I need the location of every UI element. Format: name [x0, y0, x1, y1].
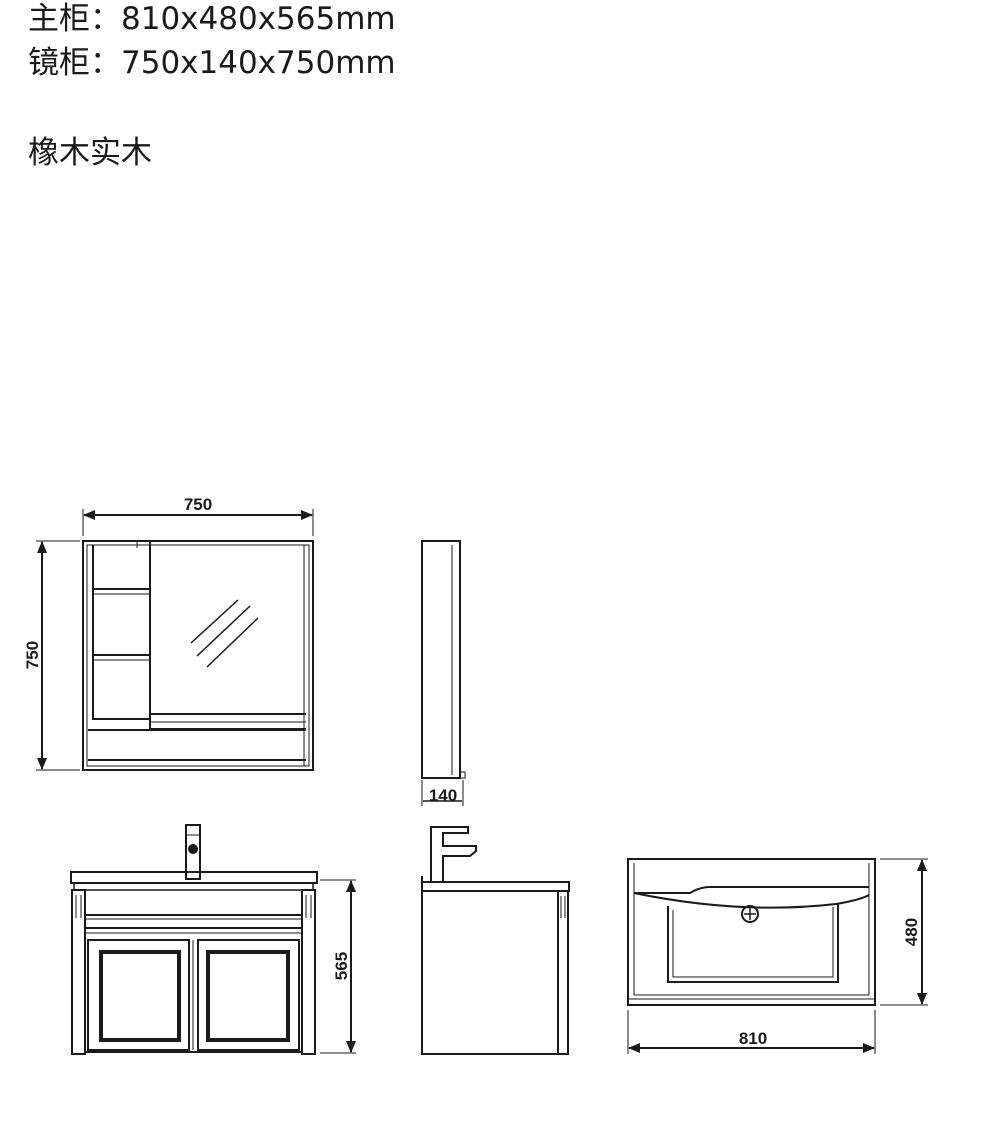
- main-cabinet-spec: 主柜：810x480x565mm: [28, 1, 396, 37]
- main-depth-label: 480: [902, 918, 921, 946]
- main-height-dimension: 565: [320, 879, 356, 1054]
- main-cabinet-front-view: [70, 824, 318, 1055]
- mirror-width-dimension: 750: [82, 495, 314, 536]
- main-cabinet-top-view: [627, 858, 876, 1006]
- main-height-label: 565: [332, 952, 351, 980]
- main-width-label: 810: [739, 1029, 767, 1048]
- material-spec: 橡木实木: [28, 135, 152, 171]
- mirror-cabinet-side-view: [421, 540, 466, 779]
- mirror-height-label: 750: [23, 641, 42, 669]
- main-cabinet-side-view: [421, 826, 570, 1055]
- mirror-cabinet-front-view: [82, 540, 314, 771]
- mirror-depth-label: 140: [429, 786, 457, 805]
- mirror-depth-dimension: 140: [421, 780, 464, 806]
- main-depth-dimension: 480: [880, 858, 928, 1006]
- main-width-dimension: 810: [627, 1010, 876, 1054]
- mirror-width-label: 750: [184, 495, 212, 514]
- mirror-height-dimension: 750: [23, 540, 80, 771]
- mirror-cabinet-spec: 镜柜：750x140x750mm: [28, 45, 396, 81]
